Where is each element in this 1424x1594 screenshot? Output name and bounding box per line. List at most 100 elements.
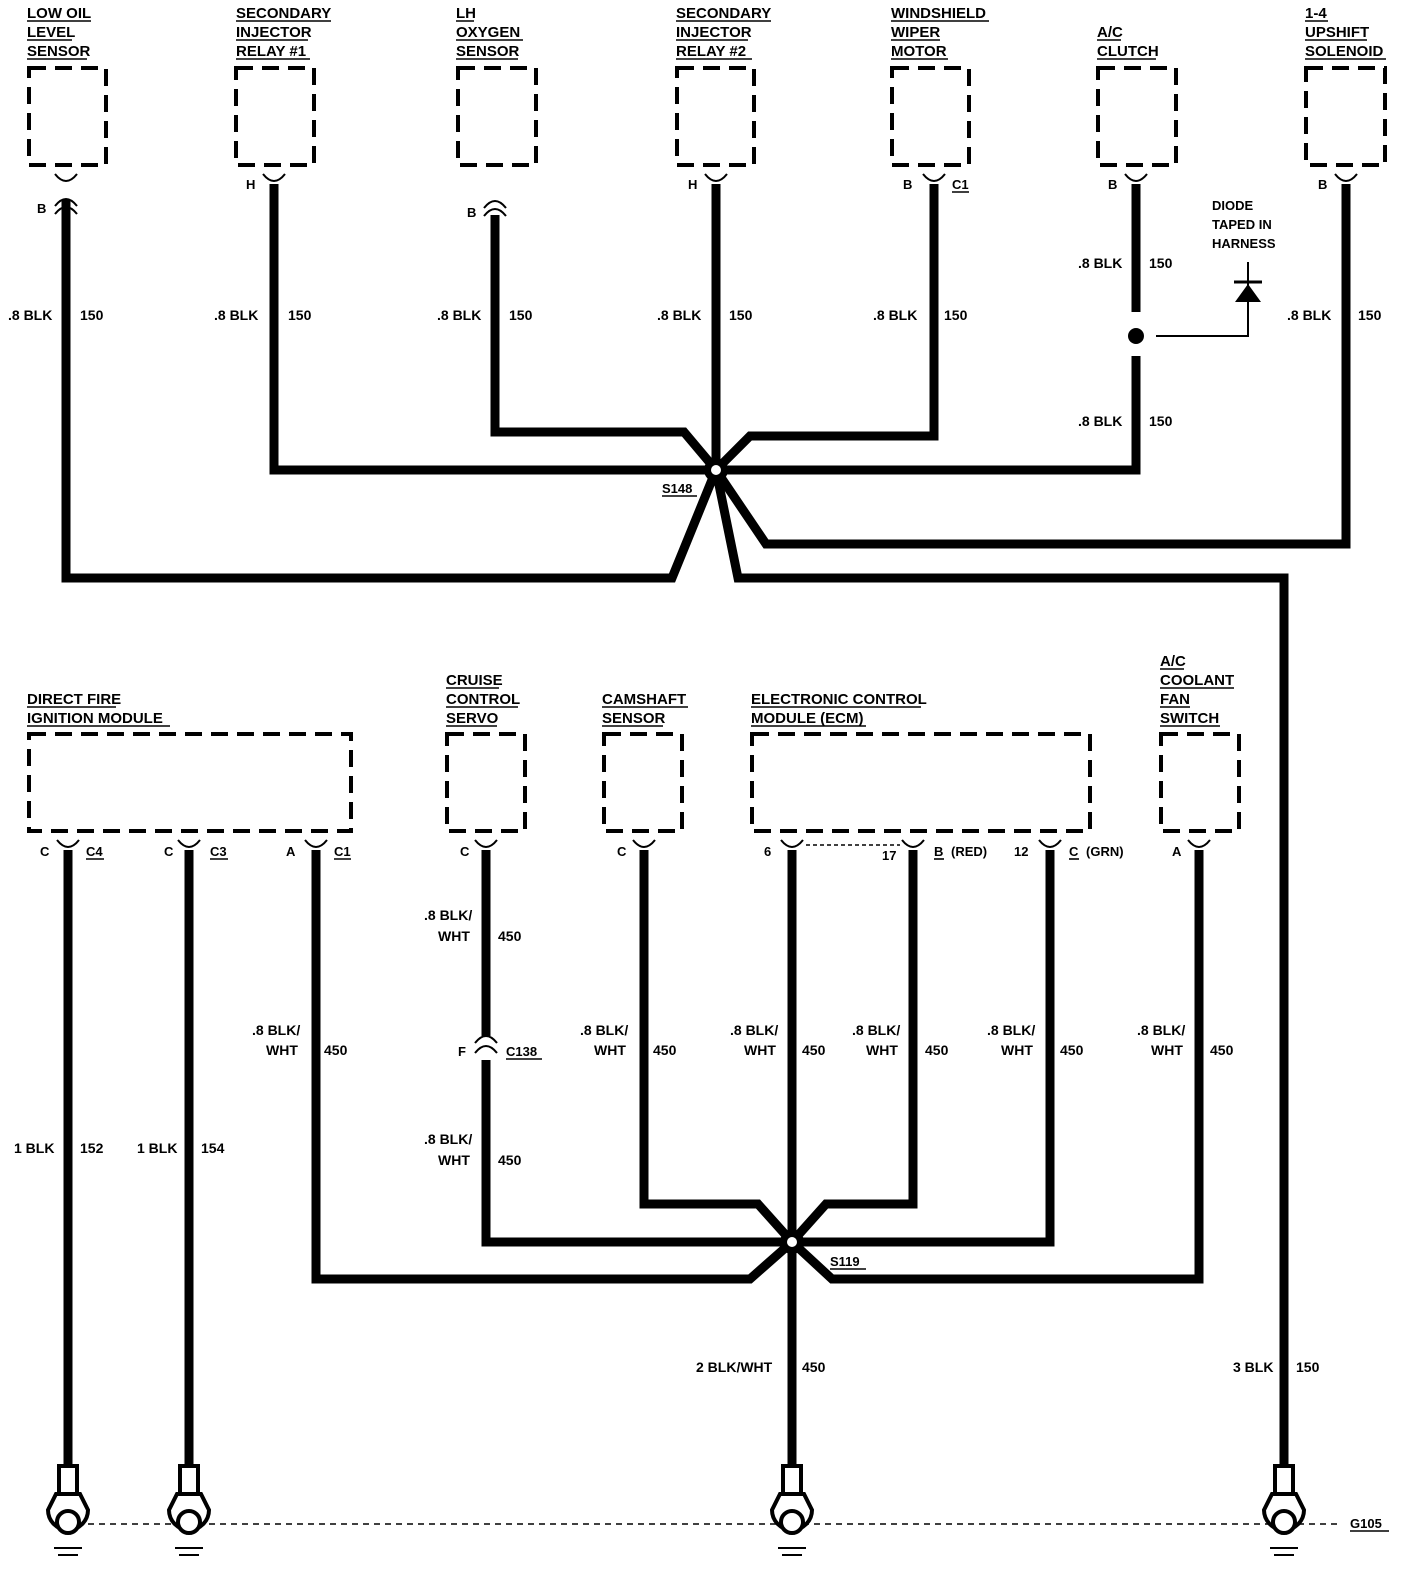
component-box <box>234 66 316 167</box>
wire-color-label: WHT <box>266 1042 298 1058</box>
component-label-line: LH <box>456 5 476 22</box>
wire-color-label: WHT <box>438 1152 470 1168</box>
connector-label: C1 <box>952 177 969 192</box>
wire-color-label: WHT <box>744 1042 776 1058</box>
component-upshift-solenoid: 1-4 UPSHIFT SOLENOID <box>1304 5 1387 167</box>
component-label-line: IGNITION MODULE <box>27 710 163 727</box>
wire-color-label: WHT <box>438 928 470 944</box>
component-windshield-wiper-motor: WINDSHIELD WIPER MOTOR <box>890 5 989 167</box>
diode-label-line: DIODE <box>1212 198 1254 213</box>
component-label-line: MOTOR <box>891 43 947 60</box>
component-electronic-control-module: ELECTRONIC CONTROL MODULE (ECM) <box>750 691 1092 833</box>
wire-color-label: .8 BLK/ <box>987 1022 1035 1038</box>
circuit-label: 450 <box>925 1042 949 1058</box>
component-label-line: UPSHIFT <box>1305 24 1369 41</box>
circuit-label: 150 <box>1149 255 1173 271</box>
component-label-line: SECONDARY <box>236 5 331 22</box>
component-label-line: WIPER <box>891 24 940 41</box>
splice-s119: S119 <box>780 1230 866 1270</box>
connector-label: C138 <box>506 1044 537 1059</box>
component-label-line: SENSOR <box>456 43 520 60</box>
component-label-line: 1-4 <box>1305 5 1327 22</box>
wire-lh-oxygen <box>490 215 720 473</box>
circuit-label: 450 <box>802 1359 826 1375</box>
lower-terminals <box>56 839 1211 1054</box>
pin-label: A <box>286 844 296 859</box>
ground-eyelet-icon <box>1261 1464 1307 1556</box>
component-box <box>1304 66 1387 167</box>
upper-terminals <box>54 173 1358 217</box>
circuit-label: 150 <box>1149 413 1173 429</box>
component-lh-oxygen-sensor: LH OXYGEN SENSOR <box>456 5 538 167</box>
diode-label-line: HARNESS <box>1212 236 1276 251</box>
ground-eyelet-icon <box>166 1464 212 1556</box>
pin-label: C <box>460 844 470 859</box>
pin-label: 17 <box>882 848 896 863</box>
wire-color-label: WHT <box>594 1042 626 1058</box>
wire-color-label: 1 BLK <box>137 1140 177 1156</box>
component-label-line: RELAY #2 <box>676 43 746 60</box>
component-label-line: CRUISE <box>446 672 503 689</box>
wire-low-oil <box>61 200 721 583</box>
lower-wiring <box>63 850 1204 1470</box>
pin-label: B <box>37 201 46 216</box>
component-label-line: MODULE (ECM) <box>751 710 864 727</box>
component-label-line: COOLANT <box>1160 672 1234 689</box>
circuit-label: 154 <box>201 1140 225 1156</box>
pin-label: H <box>246 177 255 192</box>
component-label-line: INJECTOR <box>236 24 312 41</box>
component-box <box>27 732 353 833</box>
component-secondary-injector-relay-2: SECONDARY INJECTOR RELAY #2 <box>675 5 771 167</box>
wire-color-label: .8 BLK <box>657 307 701 323</box>
component-label-line: SECONDARY <box>676 5 771 22</box>
circuit-label: 150 <box>288 307 312 323</box>
component-secondary-injector-relay-1: SECONDARY INJECTOR RELAY #1 <box>234 5 331 167</box>
wire-color-label: 1 BLK <box>14 1140 54 1156</box>
wire-color-label: .8 BLK/ <box>1137 1022 1185 1038</box>
pin-label: B <box>903 177 912 192</box>
wire-ecm-12 <box>792 850 1055 1247</box>
pin-label: B <box>467 205 476 220</box>
wire-color-label: WHT <box>1001 1042 1033 1058</box>
wire-color-label: 2 BLK/WHT <box>696 1359 773 1375</box>
connector-label: C3 <box>210 844 227 859</box>
component-label-line: CAMSHAFT <box>602 691 686 708</box>
wire-color-label: .8 BLK <box>873 307 917 323</box>
ground-g105: G105 <box>45 1464 1389 1556</box>
ground-eyelet-icon <box>45 1464 91 1556</box>
circuit-label: 152 <box>80 1140 104 1156</box>
wire-color-label: WHT <box>866 1042 898 1058</box>
component-label-line: SOLENOID <box>1305 43 1384 60</box>
wire-sec-inj1 <box>269 184 716 475</box>
wire-upshift <box>712 184 1351 549</box>
connector-label: C1 <box>334 844 351 859</box>
component-label-line: SENSOR <box>27 43 91 60</box>
splice-label: S119 <box>830 1254 860 1269</box>
component-label-line: RELAY #1 <box>236 43 306 60</box>
pin-label: C <box>40 844 50 859</box>
wire-ac-fan <box>788 850 1204 1284</box>
pin-label: B <box>1318 177 1327 192</box>
pin-label: C <box>164 844 174 859</box>
wire-color-label: .8 BLK/ <box>852 1022 900 1038</box>
wire-color-label: .8 BLK <box>1287 307 1331 323</box>
component-camshaft-sensor: CAMSHAFT SENSOR <box>602 691 688 833</box>
circuit-label: 450 <box>324 1042 348 1058</box>
wire-wiper <box>712 184 939 474</box>
wire-color-label: .8 BLK/ <box>424 907 472 923</box>
component-label-line: INJECTOR <box>676 24 752 41</box>
component-direct-fire-ignition-module: DIRECT FIRE IGNITION MODULE <box>27 691 353 833</box>
diode-label-line: TAPED IN <box>1212 217 1272 232</box>
wire-color-label: .8 BLK/ <box>580 1022 628 1038</box>
wire-color-label: 3 BLK <box>1233 1359 1273 1375</box>
component-label-line: ELECTRONIC CONTROL <box>751 691 927 708</box>
component-box <box>1096 66 1178 167</box>
circuit-label: 150 <box>1358 307 1382 323</box>
diode-taped-in-harness: DIODE TAPED IN HARNESS <box>1128 198 1276 344</box>
upper-wire-labels: .8 BLK 150 .8 BLK 150 .8 BLK 150 .8 BLK … <box>8 255 1382 429</box>
component-label-line: SWITCH <box>1160 710 1219 727</box>
diode-symbol <box>1235 284 1261 302</box>
component-label-line: SERVO <box>446 710 499 727</box>
component-low-oil-level-sensor: LOW OIL LEVEL SENSOR <box>27 5 108 167</box>
